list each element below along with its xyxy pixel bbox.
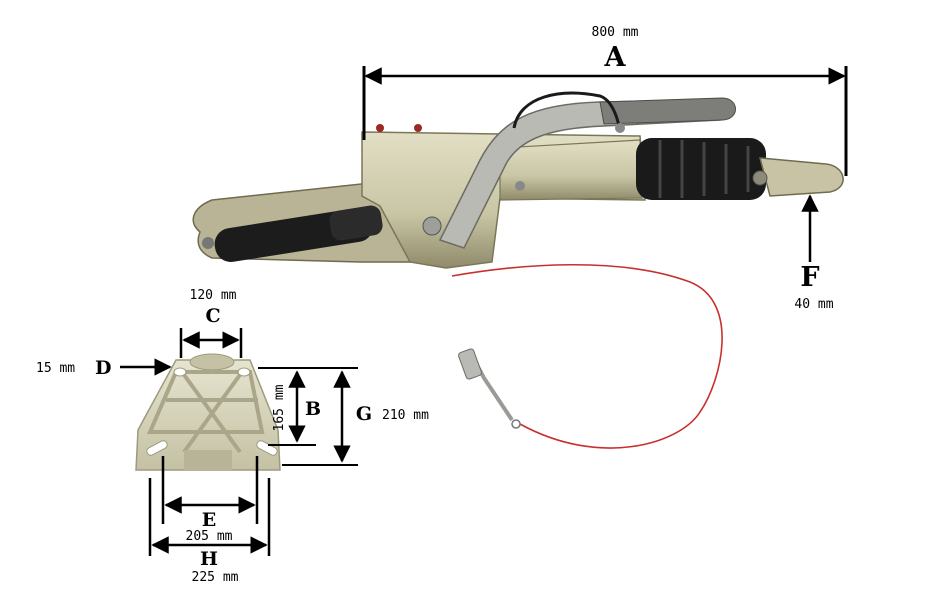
dimension-f-value: 40 mm xyxy=(794,297,833,312)
dimension-a-value: 800 mm xyxy=(592,25,639,40)
breakaway-cable-icon xyxy=(451,263,723,449)
dimension-h-letter: H xyxy=(200,548,218,570)
dimension-e-value: 205 mm xyxy=(186,529,233,544)
dimension-b-value: 165 mm xyxy=(272,384,287,431)
mounting-plate-icon xyxy=(135,353,281,471)
dimension-f-letter: F xyxy=(800,262,819,293)
dimension-c-letter: C xyxy=(205,305,220,327)
dimension-d-value: 15 mm xyxy=(36,361,75,376)
dimension-f: F 40 mm xyxy=(794,194,834,312)
bellows xyxy=(636,138,766,200)
dimension-g: G 210 mm xyxy=(282,367,429,466)
dimension-b-letter: B xyxy=(305,398,321,420)
dimension-g-value: 210 mm xyxy=(382,408,429,423)
dimension-b: 165 mm B xyxy=(258,367,321,446)
dimension-e-letter: E xyxy=(202,509,216,531)
trailer-coupling-head-icon xyxy=(192,91,844,269)
dimension-d-letter: D xyxy=(95,357,111,379)
dimension-a: 800 mm A xyxy=(362,25,848,176)
dimension-c: 120 mm C xyxy=(179,288,243,358)
dimension-h-value: 225 mm xyxy=(192,570,239,585)
dimension-a-letter: A xyxy=(604,42,627,73)
dimension-c-value: 120 mm xyxy=(190,288,237,303)
dimension-g-letter: G xyxy=(356,403,372,425)
dimension-h: H 225 mm xyxy=(148,478,271,585)
dimension-d: 15 mm D xyxy=(36,357,172,379)
